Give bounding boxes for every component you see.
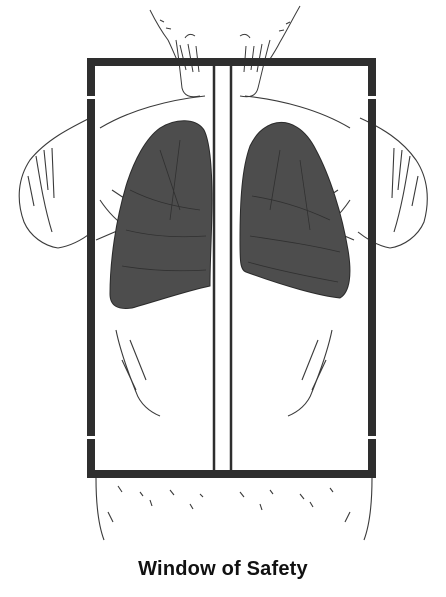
- spine-band: [214, 62, 231, 474]
- left-lung: [110, 121, 212, 309]
- right-lung: [240, 122, 350, 298]
- diagram-caption: Window of Safety: [0, 558, 446, 581]
- neck-sketch: [150, 6, 300, 97]
